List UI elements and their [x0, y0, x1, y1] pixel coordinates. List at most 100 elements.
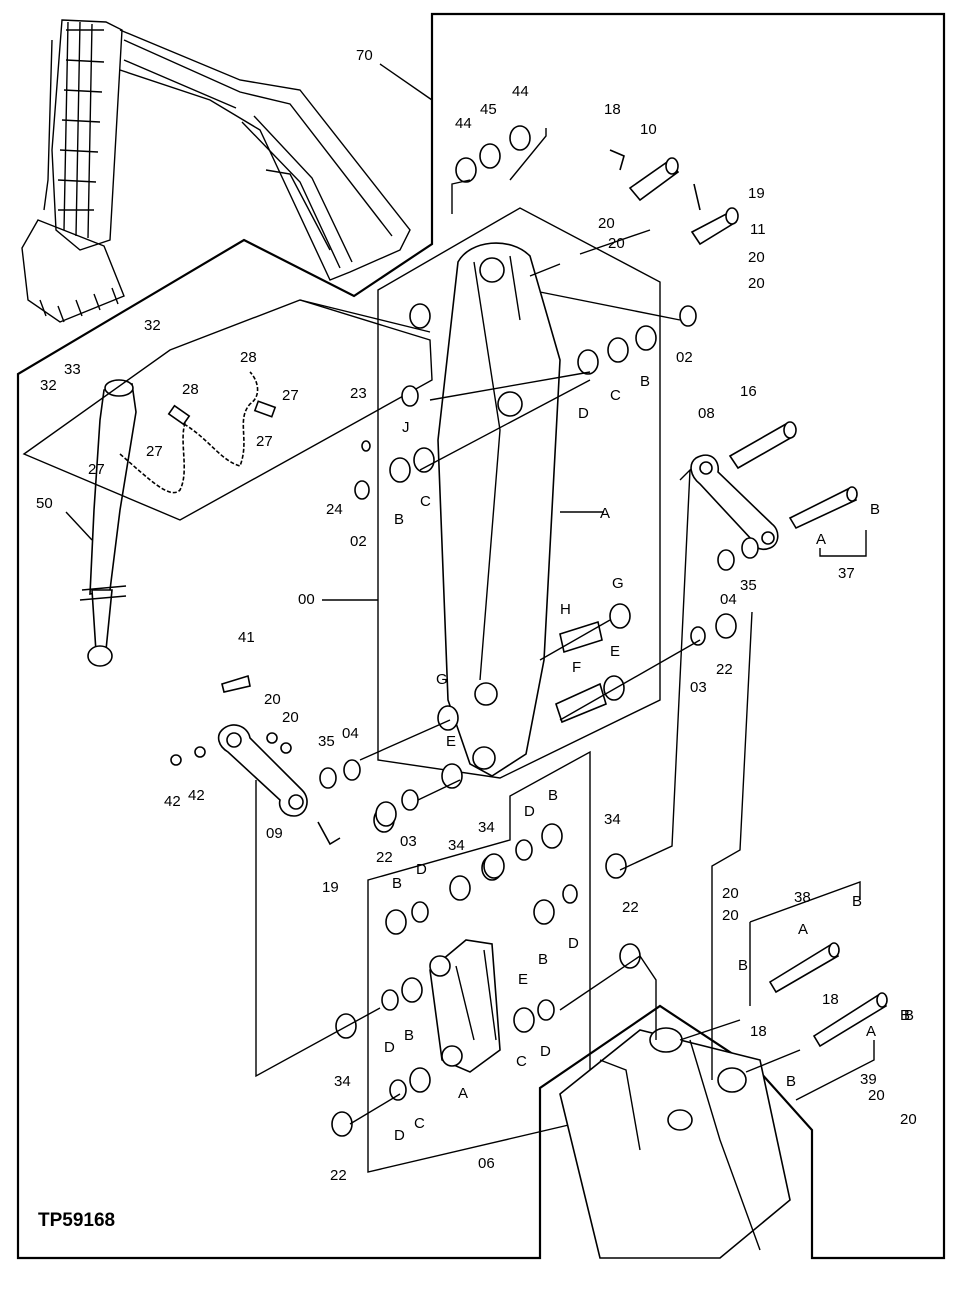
callout-label: 24 — [326, 501, 343, 518]
callout-label: 34 — [448, 837, 465, 854]
callout-label: 19 — [322, 879, 339, 896]
callout-label: G — [436, 671, 448, 688]
callout-label: 02 — [676, 349, 693, 366]
callout-label: D — [524, 803, 535, 820]
pin-39 — [795, 992, 888, 1101]
callout-label: 19 — [748, 185, 765, 202]
callout-label: 18 — [822, 991, 839, 1008]
callout-label: 23 — [350, 385, 367, 402]
callout-label: A — [600, 505, 610, 522]
callout-label: 38 — [794, 889, 811, 906]
callout-label: D — [578, 405, 589, 422]
callout-label: 18 — [604, 101, 621, 118]
arm-body — [437, 242, 561, 777]
callout-label: A — [816, 531, 826, 548]
leader-lines — [65, 63, 801, 1125]
callout-label: 03 — [400, 833, 417, 850]
callout-label: B — [392, 875, 402, 892]
washers-left-mid — [319, 759, 419, 833]
callout-label: 34 — [604, 811, 621, 828]
callout-label: B — [852, 893, 862, 910]
callout-label: 37 — [838, 565, 855, 582]
callout-label: D — [384, 1039, 395, 1056]
callout-label: 32 — [40, 377, 57, 394]
callout-label: J — [402, 419, 410, 436]
callout-label: E — [610, 643, 620, 660]
callout-label: 44 — [512, 83, 529, 100]
callout-label: C — [516, 1053, 527, 1070]
callout-label: F — [572, 659, 581, 676]
hydraulic-hoses — [119, 371, 277, 494]
callout-label: 20 — [722, 907, 739, 924]
arm-outline-box — [377, 207, 661, 779]
figure-code: TP59168 — [38, 1210, 115, 1231]
bushings-06 — [331, 801, 641, 1137]
callout-label: B — [870, 501, 880, 518]
callout-label: B — [900, 1007, 910, 1024]
callout-label: 00 — [298, 591, 315, 608]
callout-label: 27 — [88, 461, 105, 478]
callout-label: 20 — [748, 249, 765, 266]
callout-label: B — [738, 957, 748, 974]
callout-label: 70 — [356, 47, 373, 64]
callout-label: 45 — [480, 101, 497, 118]
callout-label: B — [904, 1007, 914, 1024]
callout-label: 44 — [455, 115, 472, 132]
callout-label: H — [560, 601, 571, 618]
callout-label: 08 — [698, 405, 715, 422]
callout-label: B — [640, 373, 650, 390]
hose-group-box — [22, 299, 433, 521]
callout-label: 22 — [622, 899, 639, 916]
callout-label: B — [394, 511, 404, 528]
callout-label: 50 — [36, 495, 53, 512]
callout-label: 35 — [740, 577, 757, 594]
callout-label: 27 — [256, 433, 273, 450]
callout-label: B — [786, 1073, 796, 1090]
callout-label: 42 — [188, 787, 205, 804]
callout-label: B — [538, 951, 548, 968]
callout-label: 20 — [722, 885, 739, 902]
callout-label: 22 — [376, 849, 393, 866]
bushings-left — [354, 303, 435, 500]
callout-label: B — [404, 1027, 414, 1044]
callout-label: 06 — [478, 1155, 495, 1172]
pin-38 — [749, 881, 861, 1006]
link-08 — [690, 421, 867, 557]
callout-label: A — [458, 1085, 468, 1102]
callout-label: D — [540, 1043, 551, 1060]
callout-label: 42 — [164, 793, 181, 810]
pin-11 — [690, 183, 739, 246]
callout-label: D — [394, 1127, 405, 1144]
bucket-cylinder — [79, 379, 137, 667]
shims-upper — [451, 125, 547, 214]
callout-label: B — [548, 787, 558, 804]
link-09 — [170, 674, 341, 846]
callout-label: 20 — [900, 1111, 917, 1128]
callout-label: 41 — [238, 629, 255, 646]
pin-10 — [609, 149, 680, 202]
callout-label: 27 — [146, 443, 163, 460]
callout-label: E — [518, 971, 528, 988]
callout-label: 02 — [350, 533, 367, 550]
callout-label: 20 — [748, 275, 765, 292]
callout-label: 28 — [240, 349, 257, 366]
callout-label: 34 — [478, 819, 495, 836]
callout-label: 33 — [64, 361, 81, 378]
callout-label: 35 — [318, 733, 335, 750]
callout-label: 27 — [282, 387, 299, 404]
link-06-outline — [367, 750, 591, 1173]
section-boundary — [16, 12, 946, 1260]
callout-label: 28 — [182, 381, 199, 398]
callout-label: E — [446, 733, 456, 750]
callout-label: D — [568, 935, 579, 952]
callout-label: 03 — [690, 679, 707, 696]
bushings-upper-right — [577, 305, 697, 375]
callout-label: 20 — [868, 1087, 885, 1104]
callout-label: 10 — [640, 121, 657, 138]
callout-label: 20 — [264, 691, 281, 708]
callout-label: 20 — [282, 709, 299, 726]
link-06 — [429, 939, 501, 1073]
callout-label: 39 — [860, 1071, 877, 1088]
callout-label: D — [416, 861, 427, 878]
